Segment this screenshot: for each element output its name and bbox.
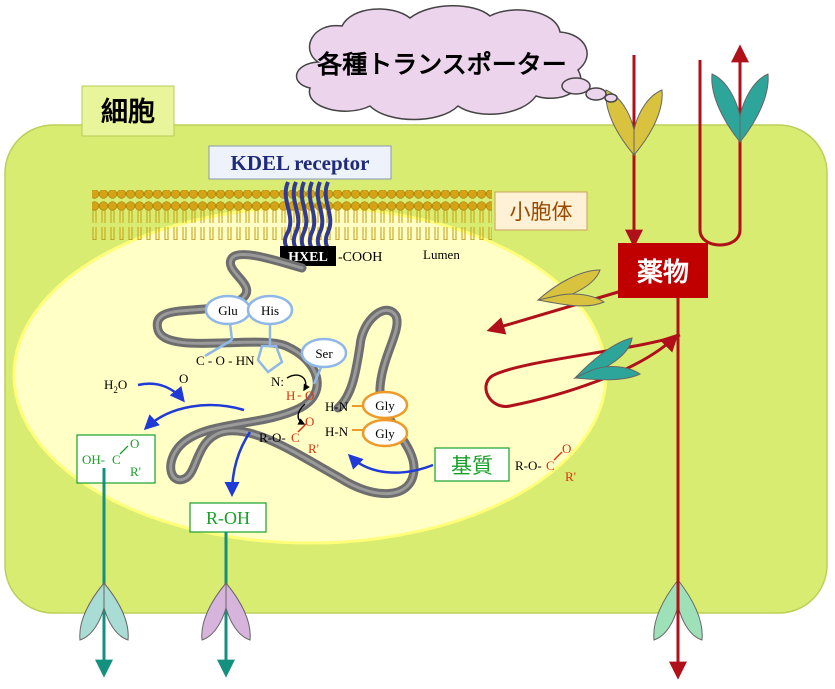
orange-bonds bbox=[352, 405, 363, 431]
residue-gly-1: Gly bbox=[361, 390, 409, 420]
acyl-ro: R-O- bbox=[259, 430, 286, 445]
svg-text:R': R' bbox=[565, 469, 576, 484]
substrate-box bbox=[434, 447, 510, 482]
alcohol-product-label: R-OH bbox=[206, 508, 250, 528]
svg-text:Gly: Gly bbox=[375, 426, 395, 441]
cell-label-box bbox=[81, 85, 175, 137]
lumen-label: Lumen bbox=[423, 247, 460, 262]
acid-product: OH- C O R' bbox=[82, 436, 141, 479]
transporter-icon-drug-out bbox=[653, 578, 703, 641]
svg-text:C: C bbox=[112, 452, 121, 467]
substrate-ester: R-O- C O R' bbox=[515, 441, 576, 484]
glu-carboxyl: C - O - HN bbox=[196, 353, 255, 368]
kdel-label: KDEL receptor bbox=[230, 151, 369, 175]
gly2-hn: H-N bbox=[325, 424, 349, 439]
electron-arrows bbox=[286, 374, 310, 425]
ser-hydrogen: H bbox=[286, 388, 295, 403]
svg-text:Glu: Glu bbox=[218, 303, 238, 318]
transporter-icon-uptake bbox=[605, 89, 663, 157]
svg-text:His: His bbox=[261, 303, 279, 318]
residue-ser: Ser bbox=[300, 337, 348, 369]
svg-text:O: O bbox=[130, 436, 139, 451]
hxel-box bbox=[280, 246, 336, 266]
svg-text:C: C bbox=[546, 458, 555, 473]
er-membrane bbox=[92, 190, 492, 240]
protein-backbone-highlight bbox=[155, 253, 416, 496]
svg-text:OH-: OH- bbox=[82, 452, 105, 467]
water-label: H2O bbox=[104, 377, 127, 395]
svg-text:Ser: Ser bbox=[315, 346, 333, 361]
cell-label: 細胞 bbox=[101, 97, 155, 128]
er-label-box bbox=[494, 191, 588, 231]
residue-glu: Glu bbox=[204, 294, 252, 326]
hxel-label: HXEL bbox=[288, 250, 328, 265]
svg-text:Gly: Gly bbox=[375, 398, 395, 413]
substrate-flow-arrows bbox=[137, 382, 434, 497]
drug-label: 薬物 bbox=[637, 258, 689, 288]
svg-text:R-O-: R-O- bbox=[515, 458, 542, 473]
alcohol-product-box bbox=[189, 502, 267, 533]
acyl-oxygen: O bbox=[305, 414, 314, 429]
kdel-label-box bbox=[208, 145, 392, 180]
residue-his: His bbox=[246, 294, 294, 326]
drug-box bbox=[618, 243, 708, 298]
ser-oxygen: O bbox=[305, 388, 314, 403]
gly1-hn: H-N bbox=[325, 399, 349, 414]
residue-bonds bbox=[204, 322, 324, 385]
residue-gly-2: Gly bbox=[361, 418, 409, 448]
transporter-icon-acid bbox=[79, 581, 129, 641]
svg-text:H2O: H2O bbox=[104, 377, 127, 395]
cooh-label: -COOH bbox=[338, 250, 382, 265]
transporter-icon-alcohol bbox=[201, 581, 251, 641]
transporter-icon-er-out bbox=[573, 337, 641, 381]
glu-oxygen: O bbox=[179, 371, 188, 386]
er-label: 小胞体 bbox=[510, 200, 573, 224]
transporter-icon-efflux-top bbox=[711, 73, 769, 144]
transporter-label: 各種トランスポーター bbox=[316, 50, 567, 79]
svg-text:O: O bbox=[562, 441, 571, 456]
acid-product-box bbox=[76, 434, 156, 484]
substrate-label: 基質 bbox=[451, 454, 493, 478]
ester-double-bond bbox=[297, 423, 307, 433]
cloud-icon bbox=[295, 5, 618, 121]
ser-dash: - bbox=[297, 387, 301, 402]
transporter-icon-er-in bbox=[536, 269, 606, 307]
catalytic-triad-chemistry: C - O - HN O N: H - O H-N H-N R-O- C O R… bbox=[179, 353, 349, 456]
svg-text:R': R' bbox=[130, 464, 141, 479]
acyl-r-prime: R' bbox=[308, 441, 319, 456]
his-nitrogen: N: bbox=[271, 374, 284, 389]
acyl-carbon: C bbox=[291, 430, 300, 445]
